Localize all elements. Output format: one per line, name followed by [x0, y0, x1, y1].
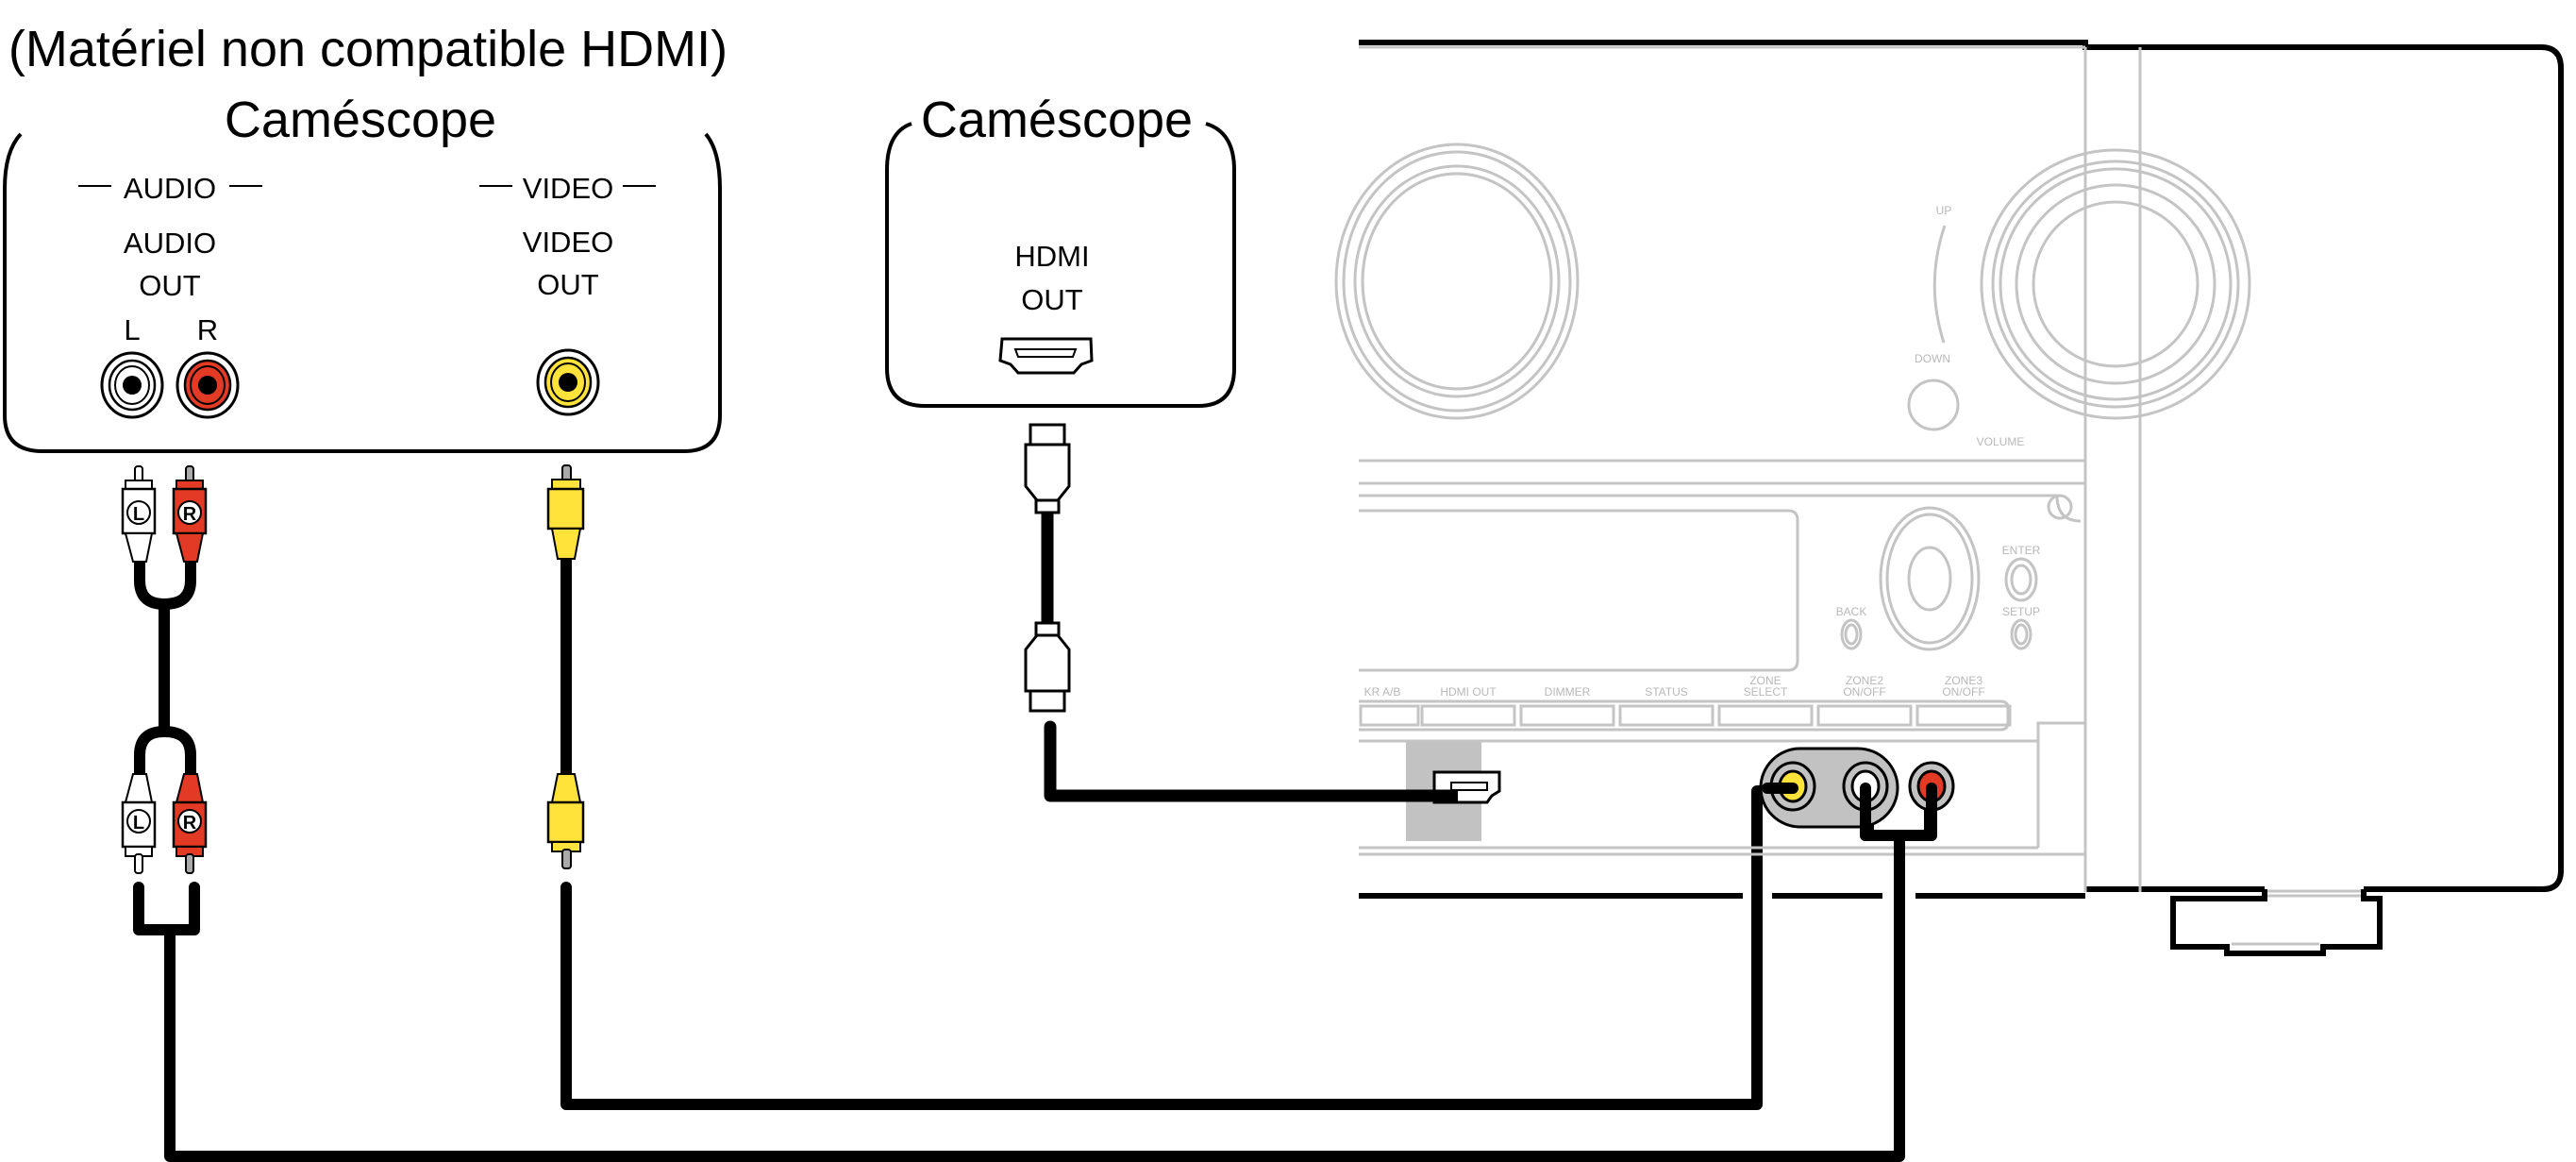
power-button[interactable] — [1907, 379, 1960, 431]
hdmi-out-label-1: HDMI — [1014, 240, 1089, 273]
video-out-jack[interactable] — [536, 348, 600, 416]
back-label: BACK — [1836, 605, 1867, 618]
hdmi-cable — [1024, 423, 1464, 802]
hdmi-out-label-2: OUT — [1021, 283, 1083, 316]
function-button-2[interactable] — [1420, 704, 1516, 727]
audio-cable-split-bottom — [134, 725, 196, 774]
video-cable-run — [560, 785, 1794, 1110]
video-plug-bottom — [546, 773, 585, 869]
enter-label: ENTER — [2002, 544, 2041, 557]
function-button-3[interactable] — [1519, 704, 1615, 727]
function-button-label-top: ZONE — [1749, 674, 1781, 687]
audio-plug-right-bottom-label: R — [183, 813, 197, 834]
hdmi-plug-bottom — [1024, 621, 1071, 713]
audio-cable-split-top — [134, 561, 196, 611]
hdmi-camcorder-outline — [885, 122, 1236, 408]
audio-out-label-2: OUT — [139, 269, 201, 302]
diagram-title: (Matériel non compatible HDMI) — [8, 21, 728, 77]
audio-plug-right-top: R — [172, 465, 208, 563]
function-button-label-top: ZONE2 — [1846, 674, 1883, 687]
audio-out-label-1: AUDIO — [124, 227, 216, 260]
hdmi-out-port[interactable] — [998, 337, 1094, 375]
enter-button[interactable] — [2004, 557, 2038, 602]
hdmi-camcorder: Caméscope HDMI OUT — [885, 92, 1236, 408]
function-button-1[interactable] — [1359, 704, 1420, 727]
av-receiver: UP DOWN VOLUME ENTER BACK SETUP KR A/B HD… — [1334, 40, 2564, 956]
front-display — [1359, 509, 1799, 672]
audio-plug-left-top-label: L — [133, 504, 144, 525]
audio-cable-fork — [133, 882, 200, 935]
function-button-label: SELECT — [1744, 685, 1788, 699]
volume-up-label: UP — [1936, 204, 1952, 217]
audio-plug-left-top: L — [121, 465, 157, 563]
function-button-7[interactable] — [1915, 704, 2012, 727]
function-button-label-top: ZONE3 — [1945, 674, 1982, 687]
hdmi-cable-run — [1044, 720, 1464, 802]
audio-plug-right-bottom: R — [172, 773, 208, 874]
function-button-label: ON/OFF — [1843, 685, 1885, 699]
audio-plug-left-bottom-label: L — [133, 813, 144, 834]
analog-camcorder-outline — [3, 132, 722, 453]
input-selector-knob[interactable] — [1334, 143, 1580, 420]
analog-camcorder-name: Caméscope — [225, 92, 496, 148]
video-out-label-2: OUT — [537, 268, 599, 301]
audio-plug-right-top-label: R — [183, 504, 197, 525]
function-button-label: DIMMER — [1545, 685, 1591, 699]
function-button-5[interactable] — [1717, 704, 1814, 727]
video-out-label-1: VIDEO — [523, 226, 613, 259]
function-button-label: ON/OFF — [1942, 685, 1984, 699]
back-button[interactable] — [1840, 618, 1863, 650]
audio-right-jack[interactable] — [176, 351, 240, 419]
volume-down-label: DOWN — [1915, 352, 1950, 365]
volume-knob[interactable] — [1980, 148, 2251, 420]
function-button-label: STATUS — [1645, 685, 1688, 699]
function-button-label: HDMI OUT — [1440, 685, 1497, 699]
audio-group-label: AUDIO — [124, 172, 216, 205]
volume-label: VOLUME — [1977, 435, 2025, 448]
audio-left-jack[interactable] — [100, 351, 164, 419]
hdmi-camcorder-name: Caméscope — [921, 92, 1193, 148]
audio-left-label: L — [124, 313, 140, 346]
audio-rca-cable: L R L R — [121, 465, 1935, 1162]
hdmi-plug-top — [1024, 423, 1071, 514]
function-button-label: KR A/B — [1364, 685, 1401, 699]
audio-right-label: R — [197, 313, 218, 346]
analog-camcorder: Caméscope AUDIO VIDEO AUDIO OUT L R VIDE… — [3, 92, 722, 453]
setup-label: SETUP — [2002, 605, 2040, 618]
receiver-outline — [1359, 40, 2564, 892]
video-plug-top — [546, 464, 585, 560]
function-button-6[interactable] — [1816, 704, 1913, 727]
setup-button[interactable] — [2010, 618, 2032, 650]
receiver-foot — [2170, 889, 2383, 956]
audio-plug-left-bottom: L — [121, 773, 157, 874]
small-indicator — [2047, 494, 2073, 520]
video-group-label: VIDEO — [523, 172, 613, 205]
cursor-pad[interactable] — [1879, 506, 1981, 651]
video-rca-cable — [546, 464, 1794, 1110]
function-button-4[interactable] — [1618, 704, 1715, 727]
